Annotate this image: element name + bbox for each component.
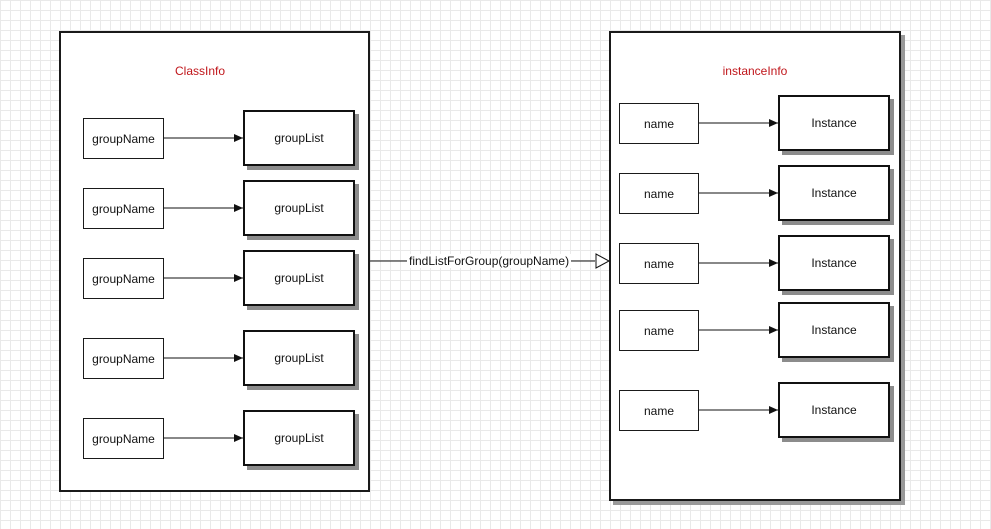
instanceinfo-title: instanceInfo xyxy=(722,64,788,78)
instanceinfo-name-node-5: name xyxy=(619,390,699,431)
classinfo-groupname-node-1: groupName xyxy=(83,118,164,159)
classinfo-grouplist-node-4: groupList xyxy=(243,330,355,386)
classinfo-grouplist-node-5: groupList xyxy=(243,410,355,466)
classinfo-title: ClassInfo xyxy=(174,64,226,78)
classinfo-groupname-node-2: groupName xyxy=(83,188,164,229)
instanceinfo-name-node-2: name xyxy=(619,173,699,214)
classinfo-groupname-node-3: groupName xyxy=(83,258,164,299)
instanceinfo-instance-node-2: Instance xyxy=(778,165,890,221)
instanceinfo-name-node-1: name xyxy=(619,103,699,144)
instanceinfo-name-node-3: name xyxy=(619,243,699,284)
instanceinfo-instance-node-3: Instance xyxy=(778,235,890,291)
main-connector-open-arrowhead xyxy=(595,253,611,269)
classinfo-groupname-node-5: groupName xyxy=(83,418,164,459)
classinfo-grouplist-node-3: groupList xyxy=(243,250,355,306)
instanceinfo-instance-node-5: Instance xyxy=(778,382,890,438)
connector-label: findListForGroup(groupName) xyxy=(407,254,572,268)
classinfo-grouplist-node-1: groupList xyxy=(243,110,355,166)
classinfo-groupname-node-4: groupName xyxy=(83,338,164,379)
instanceinfo-name-node-4: name xyxy=(619,310,699,351)
instanceinfo-instance-node-1: Instance xyxy=(778,95,890,151)
classinfo-grouplist-node-2: groupList xyxy=(243,180,355,236)
instanceinfo-instance-node-4: Instance xyxy=(778,302,890,358)
